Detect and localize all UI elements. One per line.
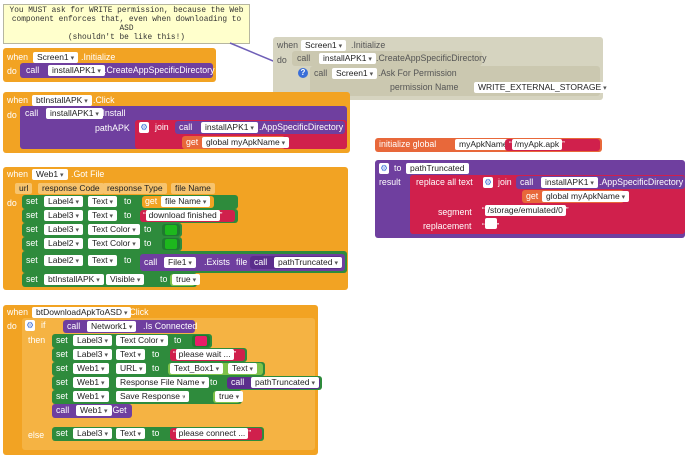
- property-dropdown[interactable]: Text Color: [88, 224, 140, 235]
- text-replacement[interactable]: “ ”: [479, 218, 505, 231]
- color-pink-swatch[interactable]: [192, 335, 210, 347]
- component-dropdown[interactable]: Text_Box1: [170, 363, 224, 374]
- component-dropdown[interactable]: Label3: [73, 349, 112, 360]
- component-dropdown[interactable]: btDownloadApkToASD: [32, 307, 132, 318]
- property-dropdown[interactable]: Response File Name: [116, 377, 209, 388]
- variable-dropdown[interactable]: global myApkName: [202, 137, 290, 148]
- call-path-truncated-2[interactable]: call pathTruncated: [227, 377, 320, 389]
- call-web1-get[interactable]: call Web1 .Get: [52, 404, 132, 418]
- component-dropdown[interactable]: installAPK1: [48, 65, 105, 76]
- component-dropdown[interactable]: Label3: [73, 335, 112, 346]
- component-dropdown[interactable]: btInstallAPK: [44, 274, 104, 285]
- property-dropdown[interactable]: Text: [116, 349, 146, 360]
- gear-icon[interactable]: ⚙: [25, 320, 35, 331]
- gear-icon[interactable]: ⚙: [139, 122, 149, 133]
- component-dropdown[interactable]: installAPK1: [46, 108, 103, 119]
- property-dropdown[interactable]: Text: [88, 210, 118, 221]
- text-please-wait[interactable]: “please wait ...”: [170, 349, 245, 361]
- property-dropdown[interactable]: URL: [116, 363, 147, 374]
- component-dropdown[interactable]: installAPK1: [319, 53, 376, 64]
- logic-true[interactable]: true: [170, 274, 201, 286]
- call-path-truncated[interactable]: call pathTruncated: [250, 256, 342, 269]
- component-dropdown[interactable]: Web1: [76, 405, 112, 416]
- text-download-finished[interactable]: “download finished”: [140, 210, 235, 222]
- call-create-dir[interactable]: call installAPK1 .CreateAppSpecificDirec…: [20, 63, 215, 78]
- set-btinstall-visible[interactable]: set btInstallAPK Visible to: [22, 273, 197, 287]
- text-myapk[interactable]: “/myApk.apk”: [505, 139, 600, 151]
- component-dropdown[interactable]: Label3: [44, 224, 83, 235]
- string-field[interactable]: /myApk.apk: [511, 139, 563, 150]
- boolean-dropdown[interactable]: true: [172, 274, 201, 285]
- set-label3-textcolor-2[interactable]: set Label3 Text Color to: [52, 334, 212, 348]
- component-dropdown[interactable]: Web1: [73, 391, 109, 402]
- component-dropdown[interactable]: installAPK1: [541, 177, 598, 188]
- text-segment[interactable]: “/storage/emulated/0”: [479, 205, 579, 217]
- get-textbox1-text[interactable]: Text_Box1 Text: [168, 363, 263, 375]
- gear-icon[interactable]: ⚙: [379, 163, 389, 174]
- param-url[interactable]: url: [15, 183, 33, 194]
- property-dropdown[interactable]: Text: [88, 196, 118, 207]
- get-global-apkname[interactable]: get global myApkName: [182, 136, 290, 149]
- help-icon[interactable]: ?: [298, 68, 308, 78]
- component-dropdown[interactable]: Label3: [73, 428, 112, 439]
- gear-icon[interactable]: ⚙: [483, 177, 493, 188]
- color-green-swatch[interactable]: [162, 224, 180, 236]
- string-field[interactable]: please connect ...: [175, 428, 249, 439]
- property-dropdown[interactable]: Text Color: [116, 335, 168, 346]
- call-app-specific-dir-2[interactable]: call installAPK1 .AppSpecificDirectory: [516, 176, 685, 189]
- get-file-name[interactable]: get file Name: [142, 196, 214, 208]
- disabled-call-create-dir[interactable]: call installAPK1 .CreateAppSpecificDirec…: [292, 51, 487, 66]
- set-label2-textcolor[interactable]: set Label2 Text Color to: [22, 237, 182, 251]
- call-app-specific-dir[interactable]: call installAPK1 .AppSpecificDirectory: [175, 121, 345, 134]
- boolean-dropdown[interactable]: true: [215, 391, 244, 402]
- component-dropdown[interactable]: installAPK1: [201, 122, 258, 133]
- variable-dropdown[interactable]: global myApkName: [542, 191, 630, 202]
- call-is-connected[interactable]: call Network1 .Is Connected: [63, 320, 197, 333]
- string-field[interactable]: [484, 218, 497, 229]
- param-file-name[interactable]: file Name: [171, 183, 215, 194]
- set-web1-save-response[interactable]: set Web1 Save Response to: [52, 390, 242, 404]
- component-dropdown[interactable]: Web1: [73, 363, 109, 374]
- procedure-name-field[interactable]: pathTruncated: [406, 163, 469, 174]
- text-please-connect[interactable]: “please connect ...”: [170, 428, 262, 440]
- component-dropdown[interactable]: Screen1: [33, 52, 79, 63]
- param-response-type[interactable]: response Type: [103, 183, 167, 194]
- procedure-dropdown[interactable]: pathTruncated: [274, 257, 342, 268]
- procedure-dropdown[interactable]: pathTruncated: [251, 377, 319, 388]
- component-dropdown[interactable]: Label2: [44, 255, 83, 266]
- variable-dropdown[interactable]: file Name: [161, 196, 211, 207]
- component-dropdown[interactable]: File1: [164, 257, 196, 268]
- component-dropdown[interactable]: Screen1: [332, 68, 378, 79]
- property-dropdown[interactable]: Visible: [106, 274, 145, 285]
- get-global-apkname-2[interactable]: get global myApkName: [522, 190, 630, 203]
- string-field[interactable]: download finished: [145, 210, 220, 221]
- string-field[interactable]: /storage/emulated/0: [484, 205, 566, 216]
- component-dropdown[interactable]: Screen1: [301, 40, 347, 51]
- component-dropdown[interactable]: Web1: [73, 377, 109, 388]
- component-dropdown[interactable]: btInstallAPK: [32, 95, 92, 106]
- color-green-swatch[interactable]: [162, 238, 180, 250]
- permission-dropdown[interactable]: WRITE_EXTERNAL_STORAGE: [474, 82, 611, 93]
- property-dropdown[interactable]: Save Response: [116, 391, 190, 402]
- property-dropdown[interactable]: Text: [88, 255, 118, 266]
- disabled-call-ask-permission[interactable]: call Screen1 .Ask For Permission permiss…: [310, 66, 611, 96]
- component-dropdown[interactable]: Label4: [44, 196, 83, 207]
- property-dropdown[interactable]: Text: [116, 428, 146, 439]
- set-label3-textcolor[interactable]: set Label3 Text Color to: [22, 223, 182, 237]
- variable-name-field[interactable]: myApkName: [455, 139, 512, 150]
- param-response-code[interactable]: response Code: [38, 183, 104, 194]
- property-dropdown[interactable]: Text Color: [88, 238, 140, 249]
- component-dropdown[interactable]: Label3: [44, 210, 83, 221]
- string-field[interactable]: please wait ...: [175, 349, 234, 360]
- logic-true-2[interactable]: true: [213, 391, 244, 403]
- property-dropdown[interactable]: Text: [228, 363, 258, 374]
- component-dropdown[interactable]: Web1: [32, 169, 68, 180]
- component-dropdown[interactable]: Label2: [44, 238, 83, 249]
- comment-bubble[interactable]: You MUST ask for WRITE permission, becau…: [3, 4, 250, 44]
- component-dropdown[interactable]: Network1: [87, 321, 137, 332]
